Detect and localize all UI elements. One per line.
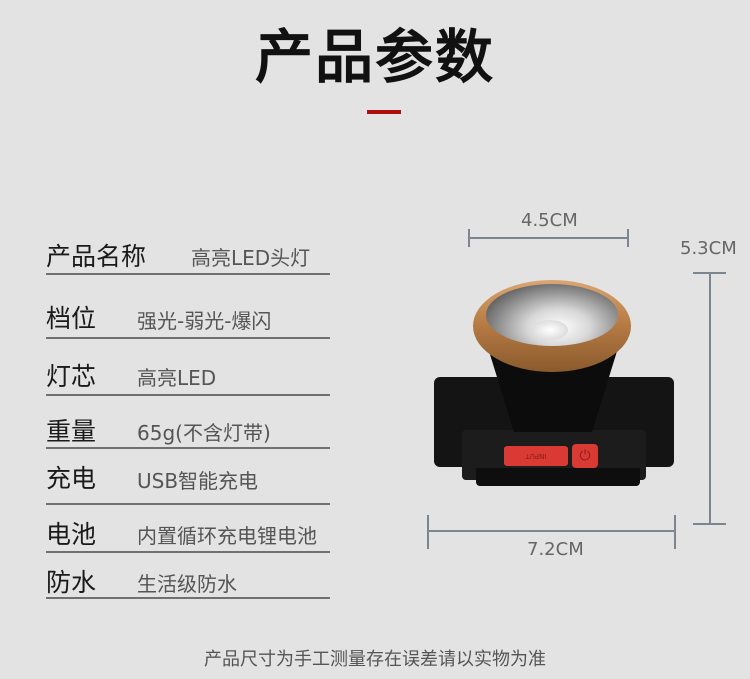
footer-note: 产品尺寸为手工测量存在误差请以实物为准 — [204, 649, 546, 670]
dimension-line — [468, 237, 628, 239]
spec-label: 灯芯 — [46, 362, 97, 391]
spec-value: 强光-弱光-爆闪 — [137, 309, 272, 333]
spec-value: 高亮LED — [137, 366, 217, 390]
spec-label: 重量 — [46, 417, 97, 446]
dimension-line — [709, 272, 711, 524]
spec-label: 电池 — [46, 520, 97, 549]
usb-port-cover: INPUT — [504, 446, 568, 466]
spec-label: 档位 — [46, 304, 97, 333]
divider — [46, 394, 330, 396]
divider — [46, 273, 330, 275]
dimension-height-label: 5.3CM — [680, 238, 737, 259]
divider — [46, 551, 330, 553]
dimension-tick — [427, 515, 429, 549]
dimension-width-top-label: 4.5CM — [521, 210, 578, 231]
title-accent-bar — [367, 110, 401, 114]
dimension-tick — [693, 523, 726, 525]
spec-value: 内置循环充电锂电池 — [137, 524, 317, 548]
dimension-tick — [627, 229, 629, 247]
dimension-width-bottom-label: 7.2CM — [527, 539, 584, 560]
dimension-tick — [693, 272, 726, 274]
divider — [46, 447, 330, 449]
spec-value: 高亮LED头灯 — [191, 246, 311, 270]
spec-label: 防水 — [46, 568, 97, 597]
spec-value: 生活级防水 — [137, 572, 237, 596]
dimension-tick — [468, 229, 470, 247]
divider — [46, 503, 330, 505]
led-icon — [532, 320, 568, 340]
spec-label: 产品名称 — [46, 242, 147, 271]
dimension-line — [427, 530, 675, 532]
divider — [46, 337, 330, 339]
divider — [46, 597, 330, 599]
spec-value: 65g(不含灯带) — [137, 421, 271, 445]
dimension-tick — [674, 515, 676, 549]
page-title: 产品参数 — [254, 23, 495, 91]
power-icon: ⏻ — [572, 444, 598, 468]
spec-label: 充电 — [46, 464, 97, 493]
headlamp-icon: INPUT ⏻ — [420, 270, 740, 510]
spec-value: USB智能充电 — [137, 469, 259, 493]
lamp-clip — [476, 468, 640, 486]
